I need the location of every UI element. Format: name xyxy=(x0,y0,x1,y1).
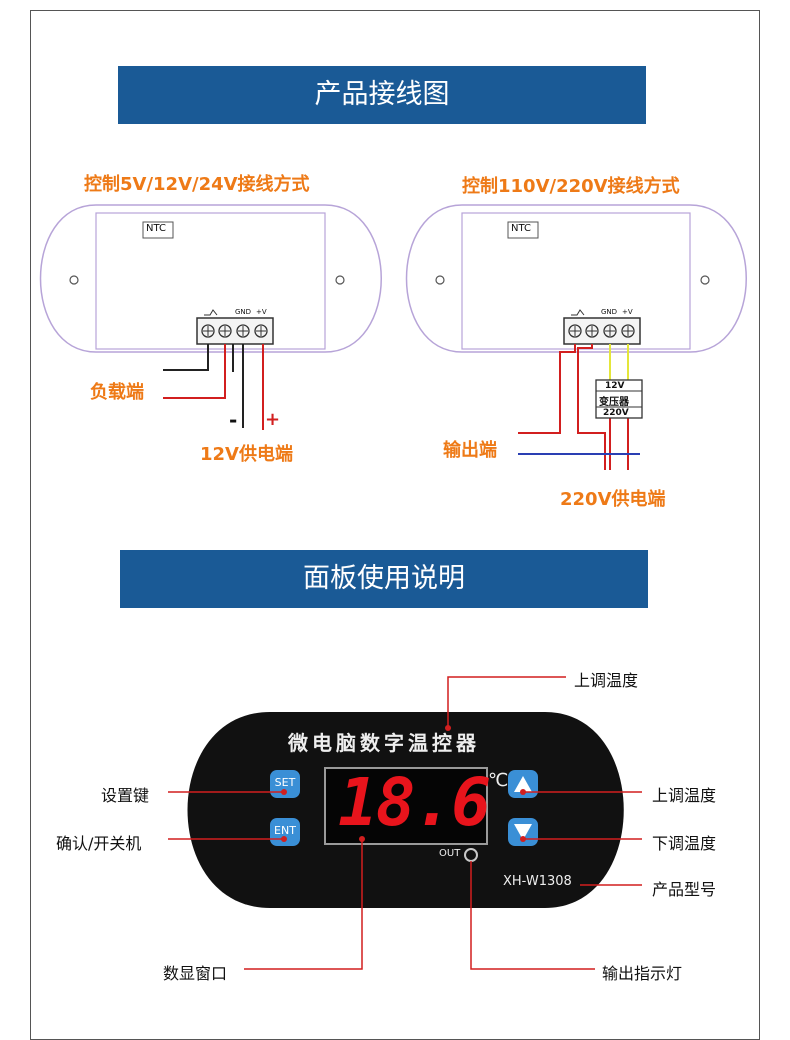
label-down: 下调温度 xyxy=(652,834,717,853)
output-terminal-label: 输出端 xyxy=(443,440,497,461)
up-arrow-icon xyxy=(514,776,532,792)
right-wires xyxy=(518,344,640,470)
transformer-label: 变压器 xyxy=(599,397,629,408)
model-number: XH-W1308 xyxy=(503,874,572,889)
left-device-outline xyxy=(39,204,382,353)
device-title: 微电脑数字温控器 xyxy=(288,731,480,755)
down-key[interactable] xyxy=(508,818,538,846)
left-ntc-label: NTC xyxy=(146,223,166,234)
callout-lines xyxy=(168,676,642,970)
left-wiring-title: 控制5V/12V/24V接线方式 xyxy=(84,174,310,195)
left-wires xyxy=(163,344,264,430)
right-power-label: 220V供电端 xyxy=(560,489,666,510)
panel-banner: 面板使用说明 xyxy=(120,550,648,608)
label-up-top: 上调温度 xyxy=(574,671,639,690)
plus-sign: + xyxy=(265,409,281,430)
transformer-box xyxy=(595,379,643,419)
wiring-banner: 产品接线图 xyxy=(118,66,646,124)
celsius-symbol: ℃ xyxy=(488,770,509,791)
right-wiring-title: 控制110V/220V接线方式 xyxy=(462,176,680,197)
left-plusv-label: +V xyxy=(256,308,267,316)
label-indicator: 输出指示灯 xyxy=(602,964,683,983)
display-window xyxy=(324,767,488,845)
left-power-label: 12V供电端 xyxy=(200,444,293,465)
down-arrow-icon xyxy=(514,824,532,840)
temperature-display: 18.6 xyxy=(338,764,491,841)
label-confirm: 确认/开关机 xyxy=(56,834,142,853)
label-set-key: 设置键 xyxy=(101,786,150,805)
minus-sign: - xyxy=(229,408,238,432)
set-key-shape xyxy=(270,770,300,798)
left-terminal-block xyxy=(196,309,274,345)
transformer-220v: 220V xyxy=(603,408,629,418)
right-plusv-label: +V xyxy=(622,308,633,316)
right-gnd-label: GND xyxy=(601,308,618,316)
transformer-12v: 12V xyxy=(605,381,625,391)
load-terminal-label: 负载端 xyxy=(90,382,144,403)
label-up-right: 上调温度 xyxy=(652,786,717,805)
right-ntc-label: NTC xyxy=(511,223,531,234)
right-terminal-block xyxy=(563,309,641,345)
ent-key[interactable]: ENT xyxy=(274,824,296,837)
up-key[interactable] xyxy=(508,770,538,798)
label-display: 数显窗口 xyxy=(163,964,228,983)
left-gnd-label: GND xyxy=(235,308,252,316)
label-model: 产品型号 xyxy=(652,880,717,899)
callout-dots xyxy=(281,725,526,842)
out-label: OUT xyxy=(439,848,461,859)
set-key[interactable]: SET xyxy=(274,776,296,789)
